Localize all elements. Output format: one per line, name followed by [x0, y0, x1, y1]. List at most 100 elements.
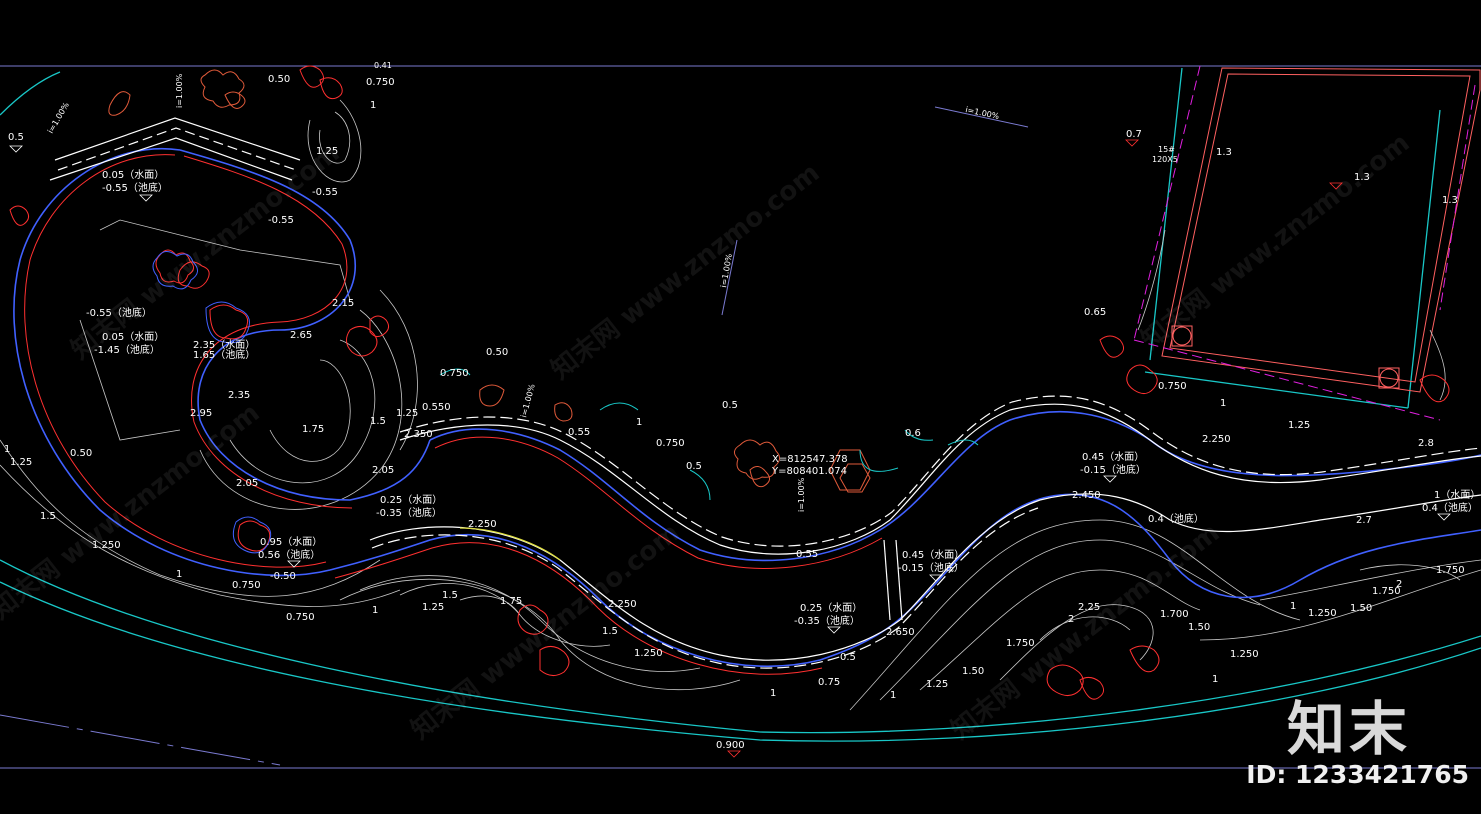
label: 1 — [636, 417, 642, 428]
label: 1.250 — [634, 648, 663, 659]
slope-label: i=1.00% — [797, 477, 806, 512]
label: 2.15 — [332, 298, 354, 309]
label: 0.750 — [366, 77, 395, 88]
label: 0.750 — [232, 580, 261, 591]
stair-label: 15# — [1158, 145, 1175, 154]
label: 2.95 — [190, 408, 212, 419]
label: 0.45（水面） — [1082, 451, 1144, 463]
label: 2.65 — [290, 330, 312, 341]
label: 0.4（池底） — [1422, 501, 1478, 514]
label: 0.6 — [905, 428, 921, 439]
elevation-markers — [9, 139, 1451, 758]
label: 0.5 — [722, 400, 738, 411]
label: 1.700 — [1160, 609, 1189, 620]
label: 2.7 — [1356, 515, 1372, 526]
label: 2.8 — [1418, 438, 1434, 449]
frame-lines — [0, 65, 1481, 769]
label: 0.25（水面） — [800, 602, 862, 614]
label: 0.550 — [422, 402, 451, 413]
contour-lines — [0, 99, 1481, 711]
label: 1.50 — [1188, 622, 1210, 633]
label: 1.25 — [10, 457, 32, 468]
label: 1.5 — [442, 590, 458, 601]
label: 0.05（水面） — [102, 331, 164, 343]
label: 1 — [1220, 398, 1226, 409]
label: 1 — [1212, 674, 1218, 685]
label: 1.750 — [1436, 565, 1465, 576]
label: 2.450 — [1072, 490, 1101, 501]
label: 1（水面） — [1434, 489, 1480, 501]
label: 0.50 — [268, 74, 290, 85]
label: 0.5 — [8, 132, 24, 143]
label: 2.250 — [468, 519, 497, 530]
building-setback — [1133, 65, 1476, 421]
slope-label: i=1.00% — [175, 73, 184, 108]
label: 1.65（池底） — [193, 348, 255, 361]
rock-clusters-blue — [152, 251, 272, 554]
label: 0.750 — [286, 612, 315, 623]
label: 0.900 — [716, 740, 745, 751]
building-outline — [1161, 67, 1481, 393]
label: 1.5 — [370, 416, 386, 427]
label: -0.15（池底） — [1080, 463, 1146, 476]
label: 2.25 — [1078, 602, 1100, 613]
label: 1.75 — [302, 424, 324, 435]
label: 0.56（池底） — [258, 548, 320, 561]
label: 1.3 — [1354, 172, 1370, 183]
slope-label: i=1.00% — [519, 383, 537, 419]
slope-label: i=1.00% — [965, 105, 1001, 121]
label: 2 — [1068, 614, 1074, 625]
cyan-arcs — [439, 368, 979, 501]
label: 0.4（池底） — [1148, 512, 1204, 525]
label: 0.7 — [1126, 129, 1142, 140]
label: 2.350 — [404, 429, 433, 440]
label: 0.41 — [374, 61, 392, 70]
label: 1.3 — [1442, 195, 1458, 206]
label: 1.750 — [1372, 586, 1401, 597]
label: 2.05 — [372, 465, 394, 476]
label: 1.250 — [1308, 608, 1337, 619]
watermark-2: 知末网 www.znzmo.com — [546, 158, 826, 386]
stair-label: 120X5 — [1152, 155, 1178, 164]
label: 1 — [890, 690, 896, 701]
label: 1 — [372, 605, 378, 616]
label: 1.5 — [40, 511, 56, 522]
label: 1 — [370, 100, 376, 111]
label: 2.250 — [1202, 434, 1231, 445]
label: 2 — [1396, 579, 1402, 590]
label: 0.55 — [796, 549, 818, 560]
label: 1.25 — [926, 679, 948, 690]
label: 0.5 — [840, 652, 856, 663]
label: 1.250 — [1230, 649, 1259, 660]
label: 2.35 — [228, 390, 250, 401]
label: 1 — [176, 569, 182, 580]
label: 0.750 — [440, 368, 469, 379]
label: 0.5 — [686, 461, 702, 472]
label: 1 — [4, 444, 10, 455]
label: -0.15（池底） — [898, 561, 964, 574]
label: 2.650 — [886, 627, 915, 638]
label: -0.35（池底） — [376, 506, 442, 519]
label: -0.35（池底） — [794, 614, 860, 627]
label: -0.55 — [268, 215, 294, 226]
label: 1.50 — [962, 666, 984, 677]
label: 1.25 — [316, 146, 338, 157]
label: 0.750 — [1158, 381, 1187, 392]
label: 0.05（水面） — [102, 169, 164, 181]
label: 1.250 — [92, 540, 121, 551]
stream-edge-red — [24, 154, 883, 675]
label: 1 — [770, 688, 776, 699]
label: 0.25（水面） — [380, 494, 442, 506]
brand-logo: 知末 — [1286, 695, 1411, 763]
label: 0.55 — [568, 427, 590, 438]
label: 2.35（水面） — [193, 339, 255, 351]
watermark-5: 知末网 www.znzmo.com — [406, 518, 686, 746]
label: -0.50 — [270, 571, 296, 582]
slope-label: i=1.00% — [46, 100, 71, 135]
label: -0.55 — [312, 187, 338, 198]
label: -0.55（池底） — [86, 306, 152, 319]
site-boundary — [0, 67, 1481, 742]
label: 2.250 — [608, 599, 637, 610]
rock-clusters — [9, 65, 1450, 700]
